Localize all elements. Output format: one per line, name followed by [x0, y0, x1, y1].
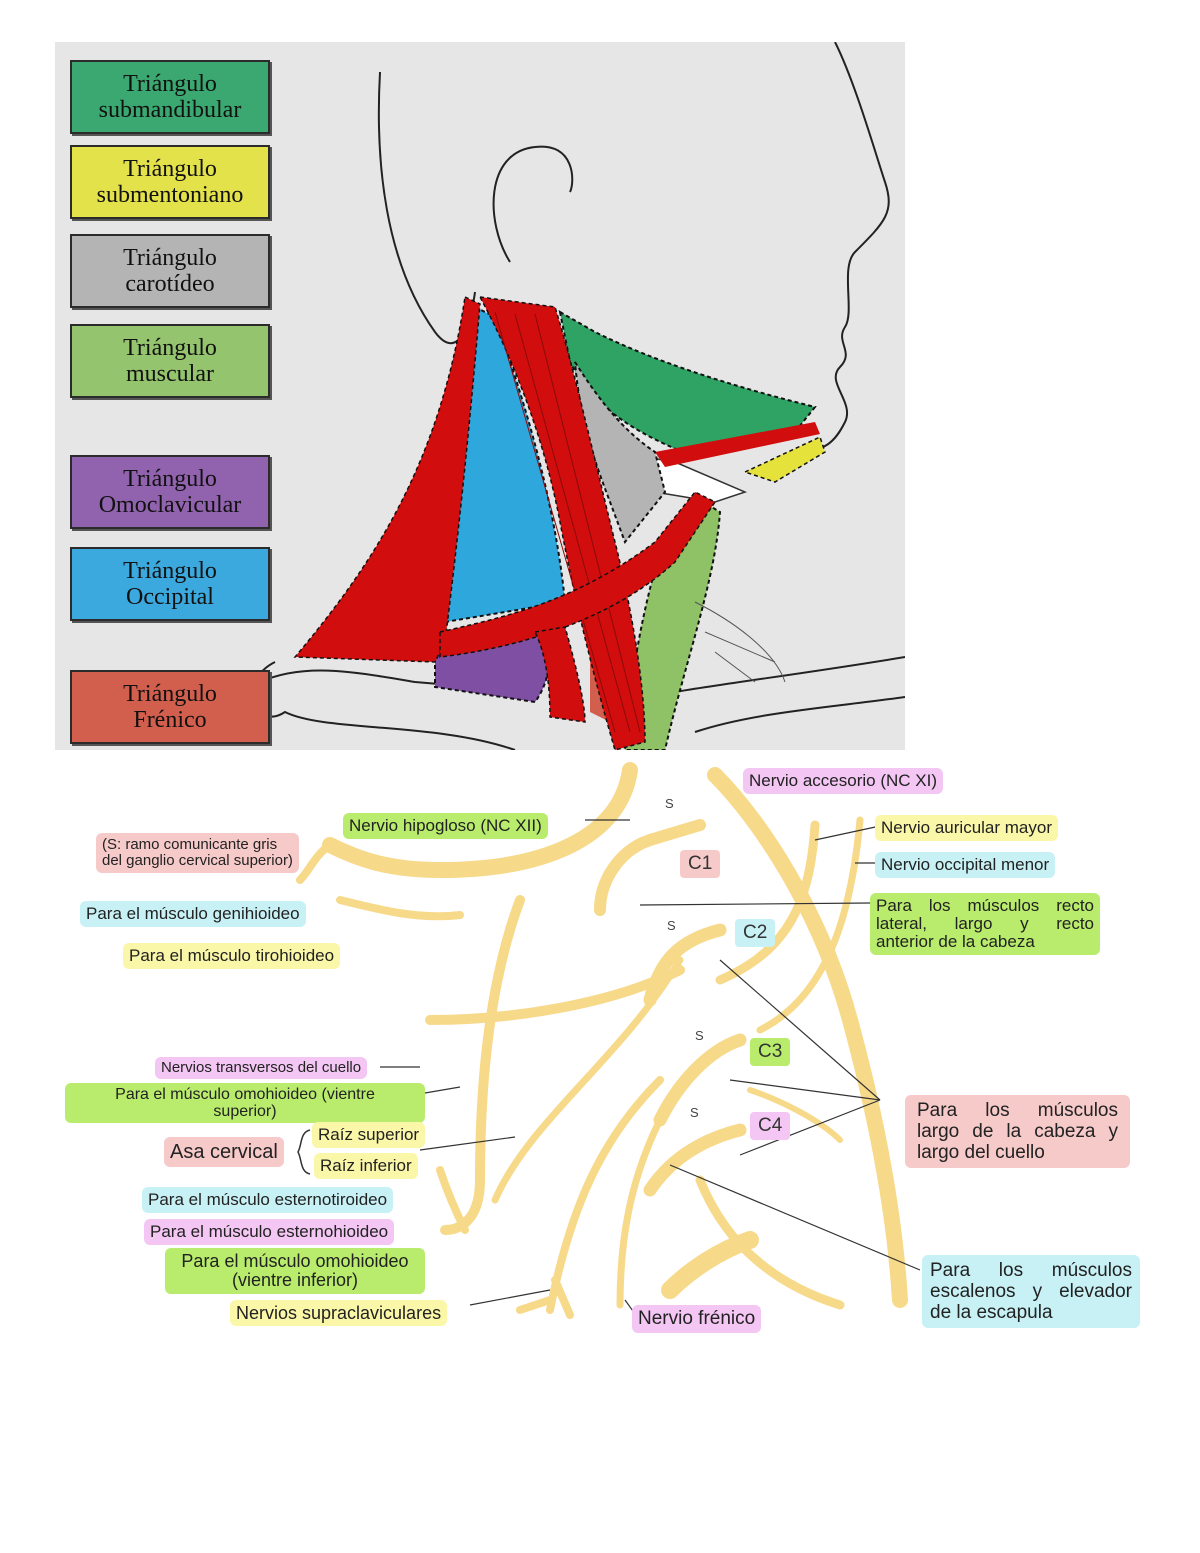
scm-fibers: [494, 311, 641, 733]
ansa-superior-root: [440, 895, 525, 1235]
transverse-cervical-nerve: [425, 965, 685, 1025]
head-outline: [377, 71, 476, 344]
neck-triangles-drawing: [251, 42, 905, 750]
larynx-sketch: [694, 601, 786, 683]
label-ansa-cervicalis: Asa cervical: [164, 1137, 284, 1167]
label-omohyoid-inferior-line2: (vientre inferior): [231, 1270, 359, 1290]
label-omohyoid-superior-line1: Para el músculo omohioideo (vientre: [115, 1086, 375, 1103]
legend-line2: Omoclavicular: [98, 492, 242, 518]
chest-outline: [674, 656, 905, 693]
label-scalene-muscles: Para los músculos escalenos y elevador d…: [922, 1255, 1140, 1328]
digastric-muscle: [655, 422, 820, 467]
legend-line1: Triángulo: [123, 335, 217, 361]
legend-line2: carotídeo: [125, 271, 215, 297]
legend-line1: Triángulo: [123, 558, 217, 584]
trapezius-muscle: [293, 295, 481, 663]
label-scalene-line1: Para los músculos: [930, 1260, 1132, 1281]
label-c3: C3: [750, 1038, 791, 1066]
label-scalene-line2: escalenos y elevador: [930, 1281, 1132, 1302]
label-lesser-occipital: Nervio occipital menor: [875, 852, 1056, 878]
muscular-triangle: [623, 495, 722, 750]
label-sternothyroid: Para el músculo esternotiroideo: [142, 1187, 394, 1213]
hypoglossal-nerve: [322, 762, 638, 879]
face-profile: [794, 42, 890, 453]
legend-line1: Triángulo: [123, 681, 217, 707]
label-longus-line3: largo del cuello: [917, 1142, 1045, 1163]
asa-brace: [297, 1129, 311, 1175]
label-supraclavicular: Nervios supraclaviculares: [230, 1300, 448, 1326]
label-gray-ramus: (S: ramo comunicante gris del ganglio ce…: [96, 833, 299, 873]
label-thyrohyoid: Para el músculo tirohioideo: [123, 943, 341, 969]
label-accessory-nerve: Nervio accesorio (NC XI): [743, 768, 943, 794]
lesser-occipital-nerve: [756, 816, 864, 1034]
legend-line1: Triángulo: [123, 71, 217, 97]
great-auricular-nerve: [715, 820, 820, 985]
label-s-3: S: [695, 1028, 704, 1043]
legend-line2: submandibular: [98, 97, 242, 123]
label-sternohyoid: Para el músculo esternohioideo: [144, 1219, 395, 1245]
label-longus-line1: Para los músculos: [917, 1100, 1118, 1121]
label-transverse-cervical: Nervios transversos del cuello: [155, 1057, 368, 1079]
ear-outline: [492, 145, 574, 263]
phrenic-nerve: [616, 1116, 664, 1309]
label-c4: C4: [750, 1112, 791, 1140]
nerve-paths: [296, 762, 908, 1319]
cervical-plexus-drawing: [296, 762, 921, 1319]
label-c2: C2: [735, 919, 776, 947]
c1-root: [594, 819, 706, 916]
label-scalene-line3: de la escapula: [930, 1302, 1053, 1323]
label-gray-ramus-line2: del ganglio cervical superior): [102, 852, 293, 869]
label-gray-ramus-line1: (S: ramo comunicante gris: [102, 836, 278, 853]
legend-line2: Occipital: [126, 584, 214, 610]
omohyoid-muscle: [439, 491, 717, 658]
scm-clavicular-head: [533, 626, 586, 723]
supraclavicular-nerves: [516, 1076, 664, 1319]
legend-line1: Triángulo: [123, 156, 217, 182]
pointer-lines: [380, 819, 921, 1319]
label-omohyoid-superior: Para el músculo omohioideo (vientre supe…: [65, 1083, 425, 1123]
label-longus-line2: largo de la cabeza y: [917, 1121, 1118, 1142]
label-s-2: S: [667, 918, 676, 933]
c2-root: [643, 923, 727, 1007]
label-s-4: S: [690, 1105, 699, 1120]
label-omohyoid-inferior: Para el músculo omohioideo (vientre infe…: [165, 1248, 425, 1294]
label-rectus-line2: lateral, largo y recto: [876, 914, 1094, 933]
label-omohyoid-superior-line2: superior): [213, 1103, 277, 1120]
label-hypoglossal-nerve: Nervio hipogloso (NC XII): [343, 813, 548, 839]
cervical-plexus-figure: Nervio accesorio (NC XI) Nervio hipoglos…: [60, 760, 1150, 1350]
legend-line2: Frénico: [133, 707, 207, 733]
label-superior-root: Raíz superior: [312, 1122, 426, 1148]
submental-triangle: [742, 435, 826, 483]
legend-line1: Triángulo: [123, 466, 217, 492]
legend-line1: Triángulo: [123, 245, 217, 271]
legend-line2: muscular: [126, 361, 214, 387]
label-rectus-line1: Para los músculos recto: [876, 896, 1094, 915]
label-rectus-line3: anterior de la cabeza: [876, 932, 1035, 951]
label-inferior-root: Raíz inferior: [314, 1153, 418, 1179]
c4-root: [643, 1123, 747, 1197]
label-omohyoid-inferior-line1: Para el músculo omohioideo: [181, 1251, 409, 1271]
label-s-1: S: [665, 796, 674, 811]
label-rectus-muscles: Para los músculos recto lateral, largo y…: [870, 893, 1100, 955]
label-geniohyoid: Para el músculo genihioideo: [80, 901, 306, 927]
submandibular-triangle: [558, 310, 817, 459]
label-longus-muscles: Para los músculos largo de la cabeza y l…: [905, 1095, 1130, 1168]
legend-line2: submentoniano: [96, 182, 244, 208]
c3-root: [653, 1033, 747, 1127]
shoulder-outline: [259, 669, 476, 688]
label-phrenic-nerve: Nervio frénico: [632, 1305, 762, 1333]
sternum-outline: [694, 696, 905, 733]
accessory-nerve: [707, 767, 908, 1308]
label-great-auricular: Nervio auricular mayor: [875, 815, 1058, 841]
label-c1: C1: [680, 850, 721, 878]
